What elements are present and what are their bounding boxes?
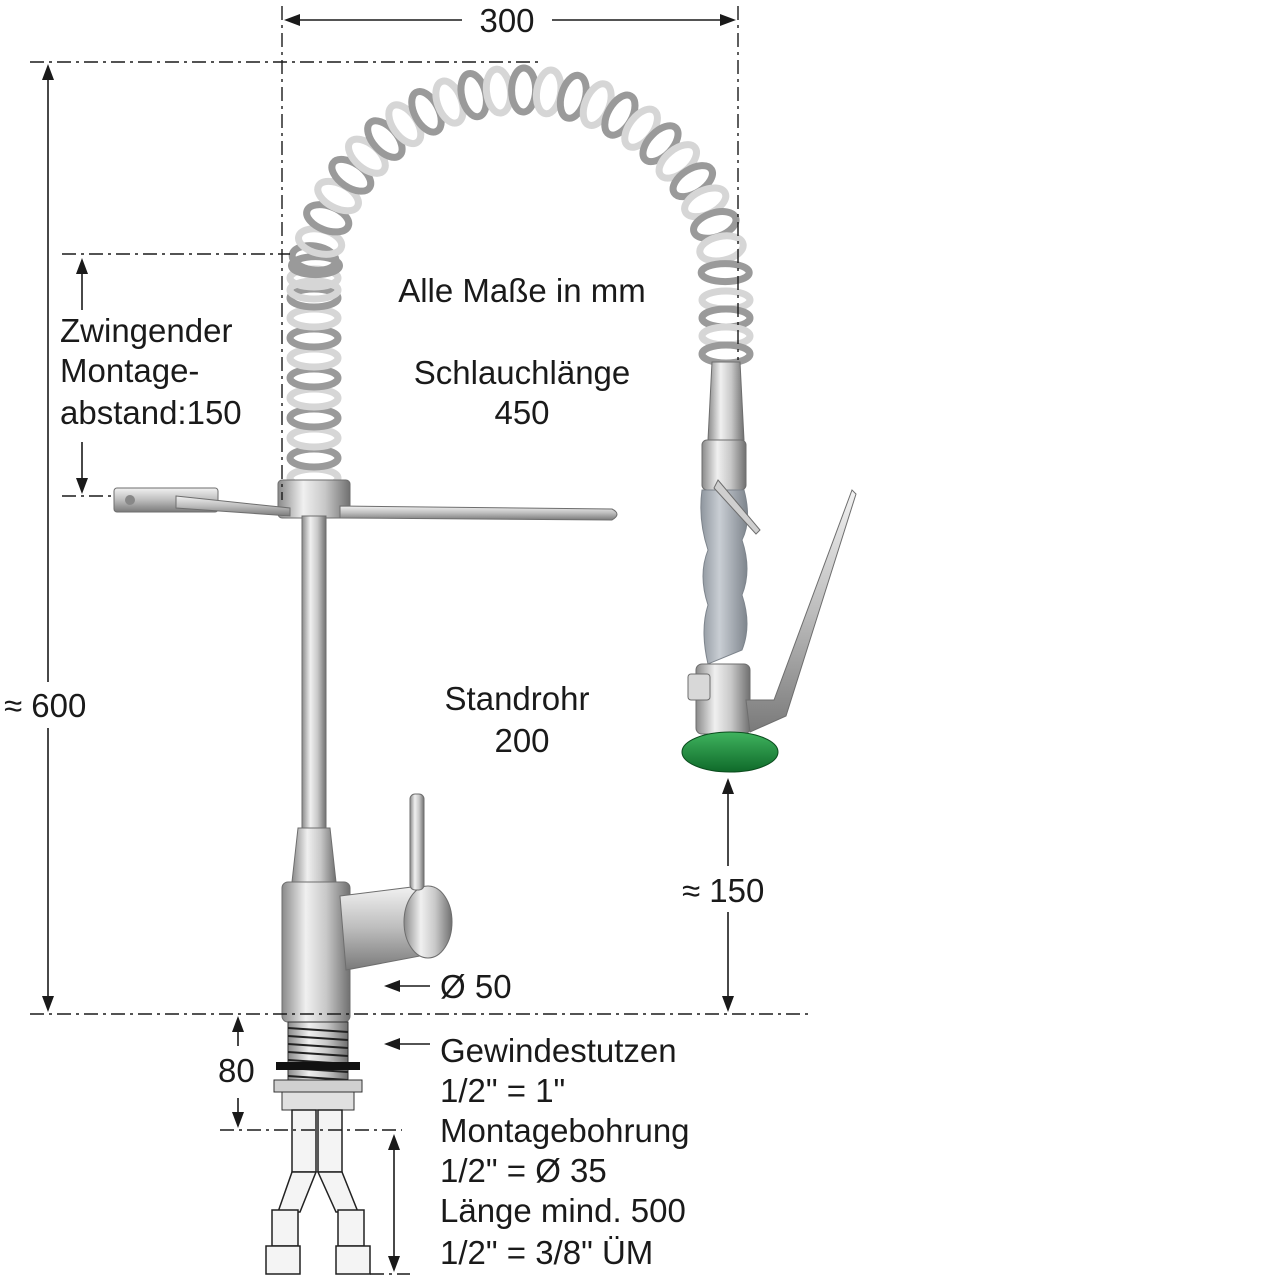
standpipe-cone	[291, 827, 337, 883]
standpipe-value: 200	[494, 722, 549, 759]
thread-line	[287, 1075, 349, 1081]
thread-line	[287, 1043, 349, 1049]
spring-coil	[286, 365, 342, 391]
width-dimension-label: 300	[479, 2, 534, 39]
mixer-body	[281, 793, 453, 1023]
total-height-label: ≈ 600	[4, 687, 86, 724]
text-labels: 300 Alle Maße in mm Schlauchlänge 450 Zw…	[4, 2, 764, 1271]
swing-rod	[339, 505, 618, 521]
spring-coil	[286, 277, 342, 303]
hose-length-value: 450	[494, 394, 549, 431]
threaded-stud	[273, 1021, 363, 1111]
wall-bracket	[113, 487, 291, 517]
mount-distance-line1: Zwingender	[60, 312, 232, 349]
spray-lever	[745, 489, 857, 733]
standpipe	[301, 515, 327, 829]
spring-coil	[286, 305, 342, 331]
faucet-illustration	[113, 64, 857, 1275]
specs-line4: 1/2" = Ø 35	[440, 1152, 607, 1189]
thread-line	[287, 1027, 349, 1033]
spray-nozzle-green	[681, 731, 779, 773]
spring-coil	[286, 385, 342, 411]
thread-height-label: 80	[218, 1052, 255, 1089]
thread-line	[287, 1051, 349, 1057]
specs-line5: Länge mind. 500	[440, 1192, 686, 1229]
spring-coil	[288, 253, 343, 279]
spray-head	[681, 361, 857, 773]
diameter-label: Ø 50	[440, 968, 512, 1005]
thread-line	[287, 1035, 349, 1041]
specs-line6: 1/2" = 3/8" ÜM	[440, 1234, 653, 1271]
spring-coil	[286, 425, 342, 451]
specs-line1: Gewindestutzen	[440, 1032, 677, 1069]
standpipe-title: Standrohr	[445, 680, 590, 717]
units-note: Alle Maße in mm	[398, 272, 646, 309]
spring-coil	[698, 341, 754, 367]
spring-coil	[286, 345, 342, 371]
coil-spring	[286, 64, 754, 491]
spray-height-label: ≈ 150	[682, 872, 764, 909]
spring-coil	[286, 445, 342, 471]
spring-coil	[697, 260, 753, 286]
specs-line3: Montagebohrung	[440, 1112, 690, 1149]
spray-grip	[700, 489, 748, 665]
supply-hoses	[265, 1109, 371, 1275]
spring-coil	[286, 325, 342, 351]
specs-line2: 1/2" = 1"	[440, 1072, 565, 1109]
hose-length-title: Schlauchlänge	[414, 354, 631, 391]
dimension-lines	[30, 6, 812, 1275]
mount-distance-line3: abstand:150	[60, 394, 242, 431]
spring-coil	[508, 64, 540, 116]
mount-distance-line2: Montage-	[60, 352, 199, 389]
spring-coil	[286, 405, 342, 431]
